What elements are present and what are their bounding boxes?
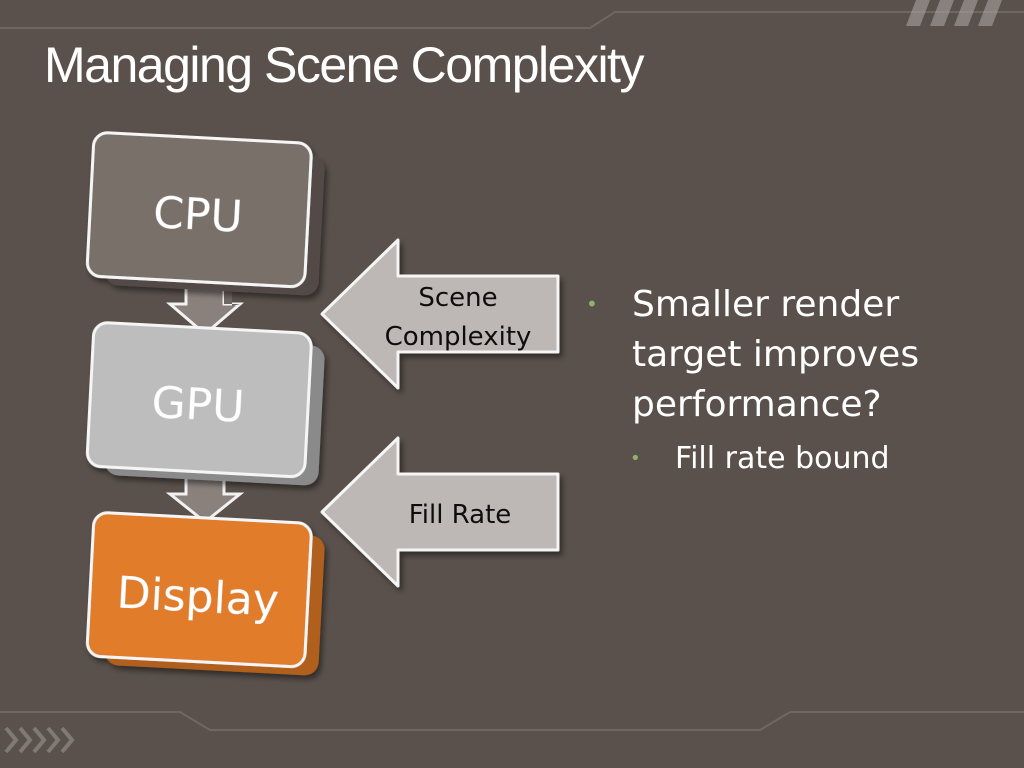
display-box: Display [85, 511, 325, 676]
fill-rate-label: Fill Rate [409, 500, 512, 530]
cpu-box: CPU [85, 131, 325, 296]
sub-bullet-item: • Fill rate bound [580, 436, 1000, 482]
bullet-text: Smaller render target improves performan… [632, 284, 920, 425]
scene-complexity-label-line2: Complexity [385, 322, 532, 352]
scene-complexity-arrow: Scene Complexity [320, 238, 560, 390]
bullet-item: • Smaller render target improves perform… [580, 280, 1000, 430]
scene-complexity-label-line1: Scene [418, 283, 497, 313]
gpu-label: GPU [150, 377, 245, 433]
bullet-list: • Smaller render target improves perform… [580, 280, 1000, 482]
display-label: Display [116, 567, 281, 626]
gpu-box: GPU [85, 321, 325, 486]
bullet-dot-icon: • [630, 448, 641, 469]
sub-bullet-text: Fill rate bound [675, 441, 890, 476]
corner-chevrons-icon [4, 726, 75, 754]
fill-rate-arrow: Fill Rate [320, 436, 560, 588]
bullet-dot-icon: • [586, 292, 598, 316]
cpu-label: CPU [152, 187, 244, 243]
slide-title: Managing Scene Complexity [44, 37, 644, 93]
corner-stripes-icon [906, 0, 1002, 26]
